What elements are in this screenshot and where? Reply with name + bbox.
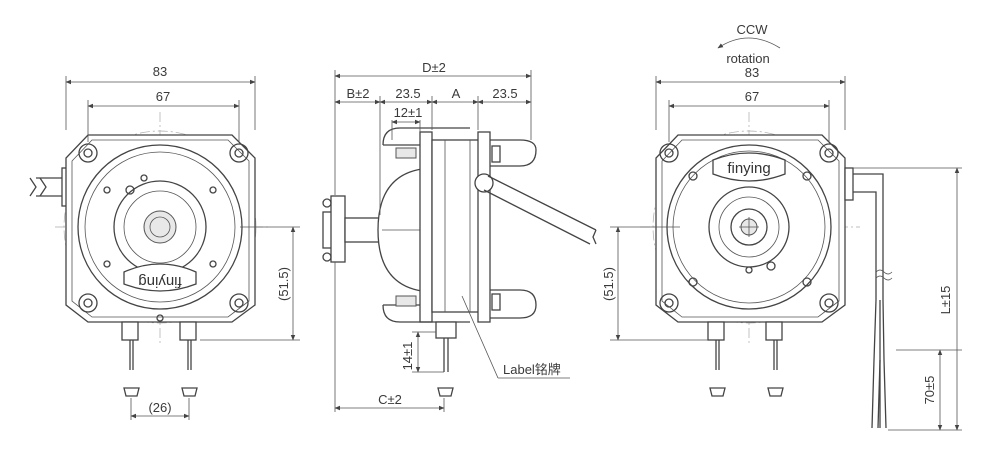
rear-cable-leads bbox=[853, 173, 893, 429]
front-brand-logo: finying bbox=[138, 273, 181, 290]
side-front-plate bbox=[419, 131, 433, 323]
rear-rivets bbox=[688, 171, 812, 287]
side-right-segment-dimension: 23.5 bbox=[492, 86, 517, 101]
front-shaft-bore bbox=[143, 210, 177, 244]
side-stator-stack bbox=[431, 139, 483, 313]
rear-height-dimension: (51.5) bbox=[601, 267, 616, 301]
front-hole-spacing-dimension: 67 bbox=[156, 89, 170, 104]
front-terminal-spacing-dimension: (26) bbox=[148, 400, 171, 415]
front-width-dimension: 83 bbox=[153, 64, 167, 79]
rotation-arrow bbox=[717, 37, 781, 49]
rear-terminals bbox=[707, 321, 784, 397]
side-b-dimension: B±2 bbox=[346, 86, 369, 101]
rear-width-dimension: 83 bbox=[745, 65, 759, 80]
label-callout-leader bbox=[461, 295, 499, 379]
front-mounting-holes bbox=[78, 143, 249, 313]
rear-view: CCW rotation finying bbox=[601, 22, 962, 431]
front-cable-stub bbox=[29, 167, 71, 207]
rear-strip-length-dimension: 70±5 bbox=[922, 376, 937, 405]
side-shaft-hub bbox=[322, 195, 381, 263]
rear-brand-logo: finying bbox=[727, 160, 770, 177]
rear-mounting-holes bbox=[659, 143, 839, 313]
label-callout-text: Label铭牌 bbox=[503, 362, 561, 377]
rear-lead-length-dimension: L±15 bbox=[938, 286, 953, 315]
front-logo-plate bbox=[123, 263, 197, 292]
side-a-dimension: A bbox=[452, 86, 461, 101]
front-terminals bbox=[121, 321, 198, 397]
rotation-label: rotation bbox=[726, 51, 769, 66]
rear-hole-spacing-dimension: 67 bbox=[745, 89, 759, 104]
rear-logo-plate bbox=[712, 152, 786, 182]
front-rivets bbox=[103, 174, 217, 322]
front-view: finying 83 67 (51.5) (26) bbox=[29, 64, 300, 420]
side-view: D±2 B±2 23.5 A 23.5 12±1 14±1 C±2 Label铭… bbox=[322, 60, 597, 412]
front-height-dimension: (51.5) bbox=[276, 267, 291, 301]
side-cable bbox=[474, 173, 597, 245]
side-terminal bbox=[435, 321, 457, 397]
side-c-dimension: C±2 bbox=[378, 392, 402, 407]
rotation-direction: CCW bbox=[736, 22, 768, 37]
side-length-dimension: D±2 bbox=[422, 60, 446, 75]
side-upper-bracket bbox=[382, 127, 470, 146]
side-rear-plate bbox=[477, 131, 491, 323]
side-terminal-length-dimension: 14±1 bbox=[400, 342, 415, 371]
side-hub-dimension: 12±1 bbox=[394, 105, 423, 120]
side-left-segment-dimension: 23.5 bbox=[395, 86, 420, 101]
rear-cable-gland bbox=[844, 167, 854, 201]
